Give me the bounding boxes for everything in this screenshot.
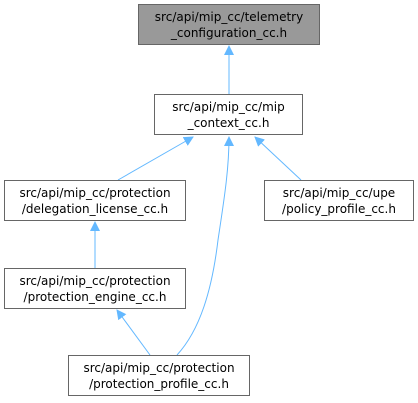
node-label-line-1: src/api/mip_cc/upe [282,185,396,200]
edge-profile-to-engine [116,309,151,356]
node-protection-engine-cc[interactable]: src/api/mip_cc/protection /protection_en… [4,268,186,309]
node-label-line-1: src/api/mip_cc/telemetry [154,9,304,24]
node-policy-profile-cc[interactable]: src/api/mip_cc/upe /policy_profile_cc.h [264,180,414,221]
node-label-line-1: src/api/mip_cc/protection [83,360,235,375]
node-label-line-2: /protection_profile_cc.h [89,376,229,391]
edge-profile-to-context [176,136,234,356]
node-label-line-1: src/api/mip_cc/protection [19,273,171,288]
edge-policy-to-context [254,136,302,181]
node-label-line-1: src/api/mip_cc/mip [172,99,285,114]
node-label-line-2: /protection_engine_cc.h [23,289,167,304]
node-mip-context-cc[interactable]: src/api/mip_cc/mip _context_cc.h [154,94,303,135]
node-protection-profile-cc[interactable]: src/api/mip_cc/protection /protection_pr… [68,355,250,396]
node-telemetry-configuration-cc[interactable]: src/api/mip_cc/telemetry _configuration_… [138,4,320,45]
node-label-line-1: src/api/mip_cc/protection [19,185,171,200]
node-delegation-license-cc[interactable]: src/api/mip_cc/protection /delegation_li… [4,180,186,221]
node-label-line-2: /policy_profile_cc.h [282,201,396,216]
edge-delegation-to-context [117,136,194,181]
node-label-line-2: _context_cc.h [187,115,270,130]
node-label-line-2: _configuration_cc.h [170,25,288,40]
node-label-line-2: /delegation_license_cc.h [21,201,169,216]
